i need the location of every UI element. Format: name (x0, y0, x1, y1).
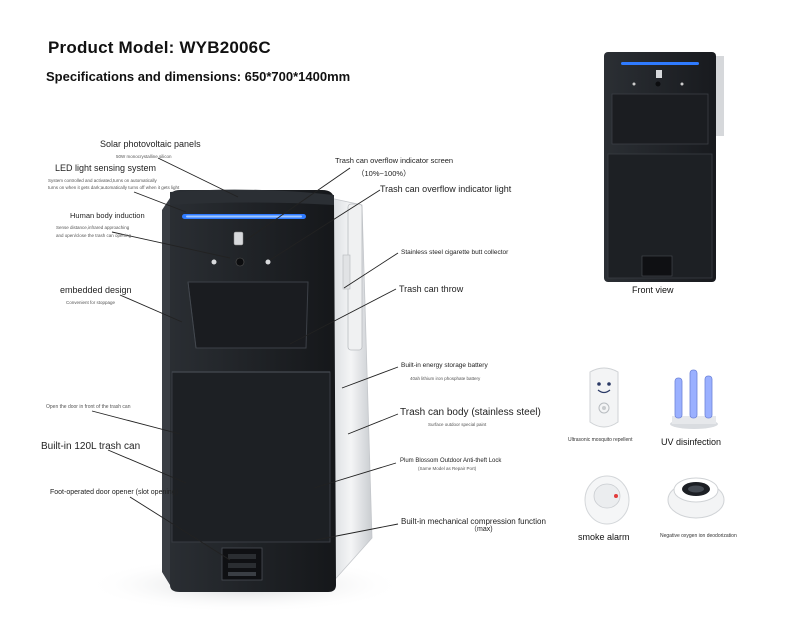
label-solar-sub: 50W monocrystalline silicon (116, 154, 172, 159)
label-embedded: embedded design (60, 285, 132, 295)
mosquito-repellent-image (589, 367, 619, 428)
label-human-sub2: and open/close the trash can opening (56, 233, 132, 238)
uv-caption: UV disinfection (661, 437, 722, 447)
overflow-light (265, 259, 271, 265)
label-lock: Plum Blossom Outdoor Anti-theft Lock (400, 458, 502, 464)
label-foot: Foot-operated door opener (slot opening) (50, 489, 179, 496)
label-overflow-light: Trash can overflow indicator light (380, 184, 512, 194)
label-builtin120: Built-in 120L trash can (41, 441, 141, 452)
overflow-screen (233, 231, 244, 246)
label-body: Trash can body (stainless steel) (400, 407, 541, 418)
specs-text: Specifications and dimensions: 650*700*1… (46, 69, 351, 84)
label-human-sub1: Sense distance,infrared approaching (56, 225, 130, 230)
smoke-alarm-image (584, 475, 630, 525)
label-battery: Built-in energy storage battery (401, 362, 488, 369)
label-cigarette: Stainless steel cigarette butt collector (401, 249, 509, 256)
label-open-door: Open the door in front of the trash can (46, 404, 131, 410)
front-door (171, 371, 331, 543)
product-model-title: Product Model: WYB2006C (48, 38, 271, 57)
uv-disinfection-image (670, 369, 718, 429)
label-led: LED light sensing system (55, 163, 157, 173)
label-led-sub2: turns on when it gets dark;automatically… (48, 185, 180, 190)
oxygen-caption: Negative oxygen ion deodorization (660, 533, 737, 539)
smoke-caption: smoke alarm (578, 532, 630, 542)
label-led-sub1: System controlled and activated,turns on… (48, 178, 157, 183)
label-human: Human body induction (70, 211, 145, 220)
label-overflow-range: （10%~100%） (357, 169, 411, 178)
front-view-caption: Front view (632, 285, 674, 295)
label-compression-sub: （max) (470, 526, 493, 533)
front-view-illustration (604, 52, 724, 282)
label-compression: Built-in mechanical compression function (401, 517, 546, 526)
mosquito-caption: Ultrasonic mosquito repellent (568, 437, 633, 443)
label-body-sub: Surface outdoor special paint (428, 422, 487, 427)
label-embedded-sub: Convenient for stoppage (66, 300, 116, 305)
negative-oxygen-image (667, 477, 725, 519)
label-battery-sub: 40ah lithium iron phosphate battery (410, 376, 481, 381)
label-overflow-screen: Trash can overflow indicator screen (335, 156, 454, 165)
label-throw: Trash can throw (399, 284, 464, 294)
throw-opening (187, 281, 309, 349)
label-solar: Solar photovoltaic panels (100, 139, 201, 149)
label-lock-sub: (Same Model as Repair Port) (418, 466, 477, 471)
human-sensor (235, 257, 245, 267)
